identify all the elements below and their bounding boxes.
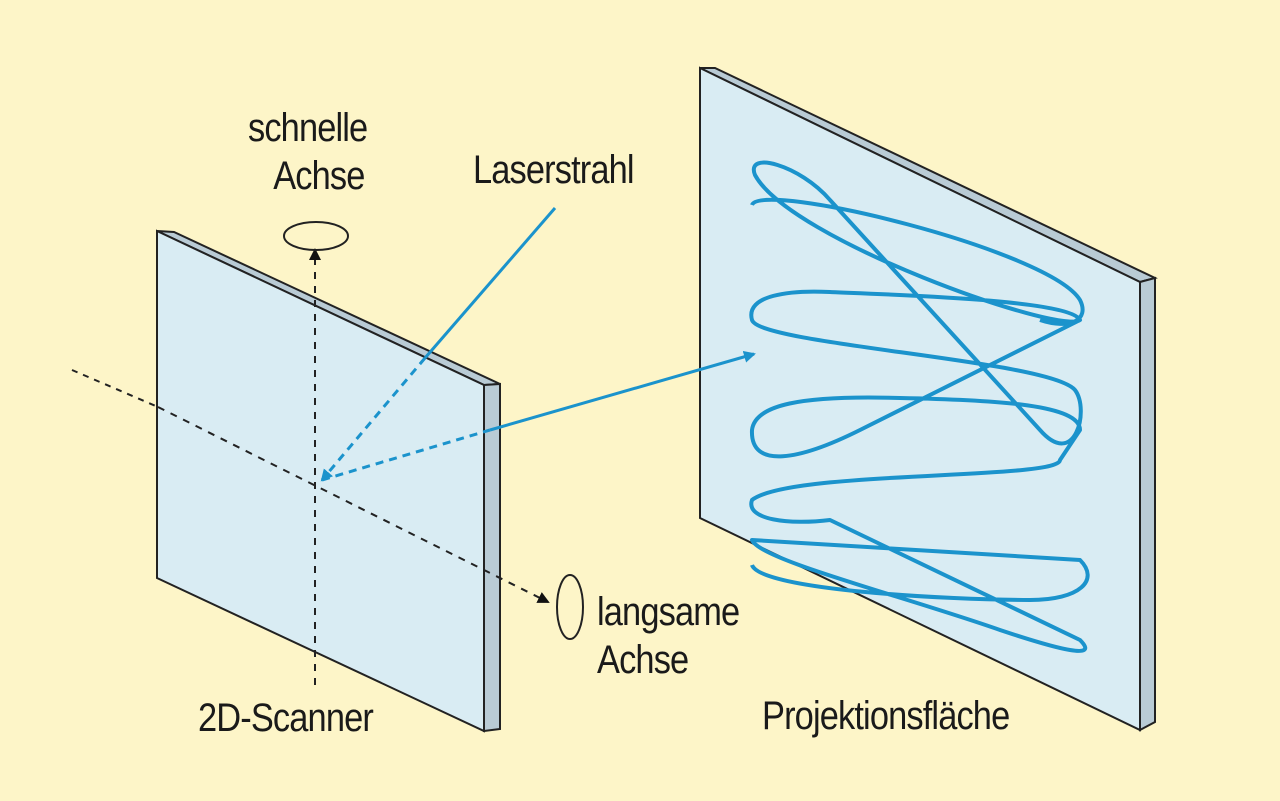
- projection-surface-label: Projektionsfläche: [762, 694, 1010, 738]
- slow-axis-rotation-icon: [556, 574, 584, 640]
- laser-beam-label: Laserstrahl: [473, 148, 635, 192]
- scan-pattern: [749, 160, 1090, 653]
- fast-axis-rotation-icon: [283, 221, 349, 251]
- scanner-label: 2D-Scanner: [198, 696, 374, 740]
- scanner-panel-edge-side: [483, 382, 501, 733]
- scanner-panel-face: [156, 229, 485, 733]
- laser-beam-reflected-solid: [489, 351, 756, 432]
- fast-axis-label: schnelle Achse: [248, 104, 368, 200]
- fast-axis-label-line2: Achse: [273, 154, 365, 198]
- projection-edge-side: [1139, 276, 1156, 732]
- fast-axis-label-line1: schnelle: [248, 106, 368, 150]
- scanner-panel: [156, 229, 501, 733]
- slow-axis-line: [157, 406, 550, 603]
- slow-axis-label-line2: Achse: [597, 638, 689, 682]
- laser-beam-reflected-dashed: [321, 428, 491, 482]
- laser-beam-incoming-solid: [423, 207, 557, 359]
- slow-axis-label-line1: langsame: [597, 590, 740, 634]
- laser-beam-incoming-dashed: [320, 357, 427, 482]
- slow-axis-label: langsame Achse: [597, 588, 740, 684]
- slow-axis-line-back: [71, 369, 159, 408]
